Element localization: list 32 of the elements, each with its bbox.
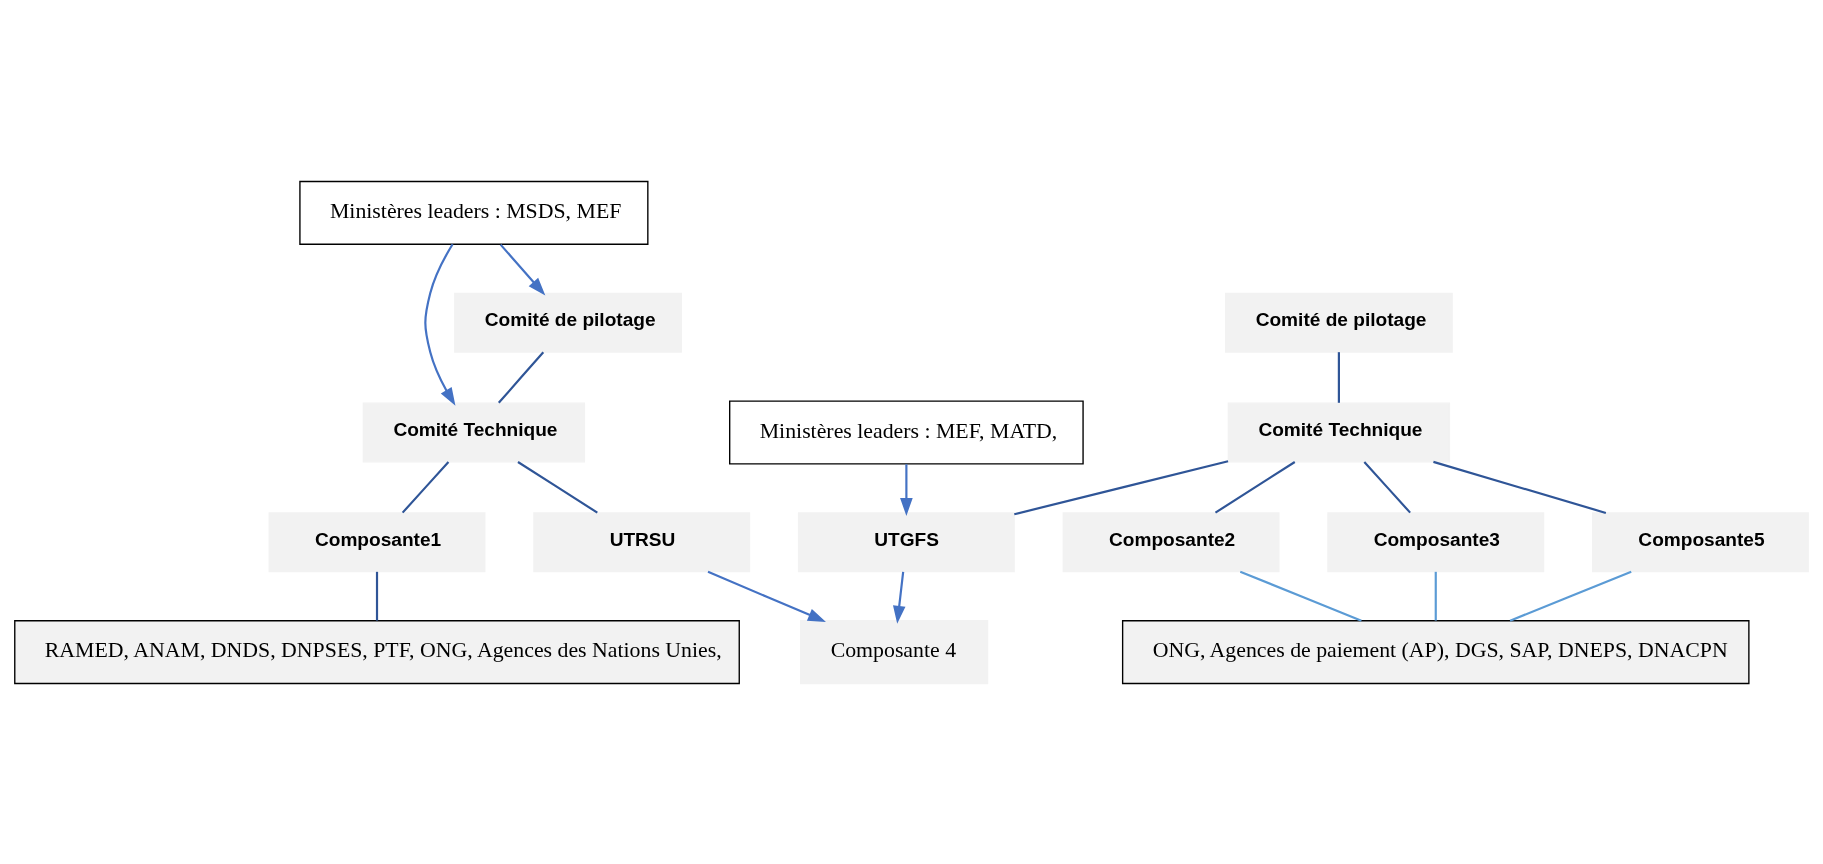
- node-box: ONG, Agences de paiement (AP), DGS, SAP, DNEPS, DNACPN: [1121, 619, 1750, 684]
- connector: [1433, 460, 1607, 514]
- arrow: [707, 570, 826, 622]
- connector: [1239, 570, 1362, 622]
- connector: [1214, 460, 1296, 514]
- connector: [375, 571, 379, 621]
- connector: [1014, 459, 1229, 515]
- node-box: Comité Technique: [362, 402, 586, 462]
- node-box: Composante3: [1327, 511, 1545, 572]
- arrow: [892, 571, 906, 624]
- connector: [1509, 570, 1632, 622]
- connector: [497, 350, 545, 404]
- connector: [401, 460, 450, 513]
- node-box: Comité Technique: [1227, 402, 1451, 462]
- arrow: [900, 463, 913, 516]
- connector: [1434, 571, 1437, 621]
- connector: [1337, 351, 1340, 403]
- node-box: Composante5: [1592, 511, 1809, 572]
- node-box: Ministères leaders : MSDS, MEF: [299, 180, 649, 245]
- node-box: Comité de pilotage: [454, 292, 682, 353]
- arrow: [424, 243, 456, 406]
- arrow: [499, 243, 546, 295]
- node-box: Composante2: [1062, 511, 1280, 572]
- node-box: Comité de pilotage: [1224, 292, 1453, 353]
- node-box: Composante 4: [799, 619, 989, 684]
- connector: [517, 460, 598, 514]
- node-box: Ministères leaders : MEF, MATD,: [729, 399, 1084, 465]
- node-box: UTRSU: [533, 511, 751, 572]
- node-box: RAMED, ANAM, DNDS, DNPSES, PTF, ONG, Agences des Nations Unies,: [14, 619, 740, 684]
- node-box: UTGFS: [797, 511, 1015, 572]
- connector: [1363, 460, 1411, 513]
- node-box: Composante1: [268, 511, 486, 572]
